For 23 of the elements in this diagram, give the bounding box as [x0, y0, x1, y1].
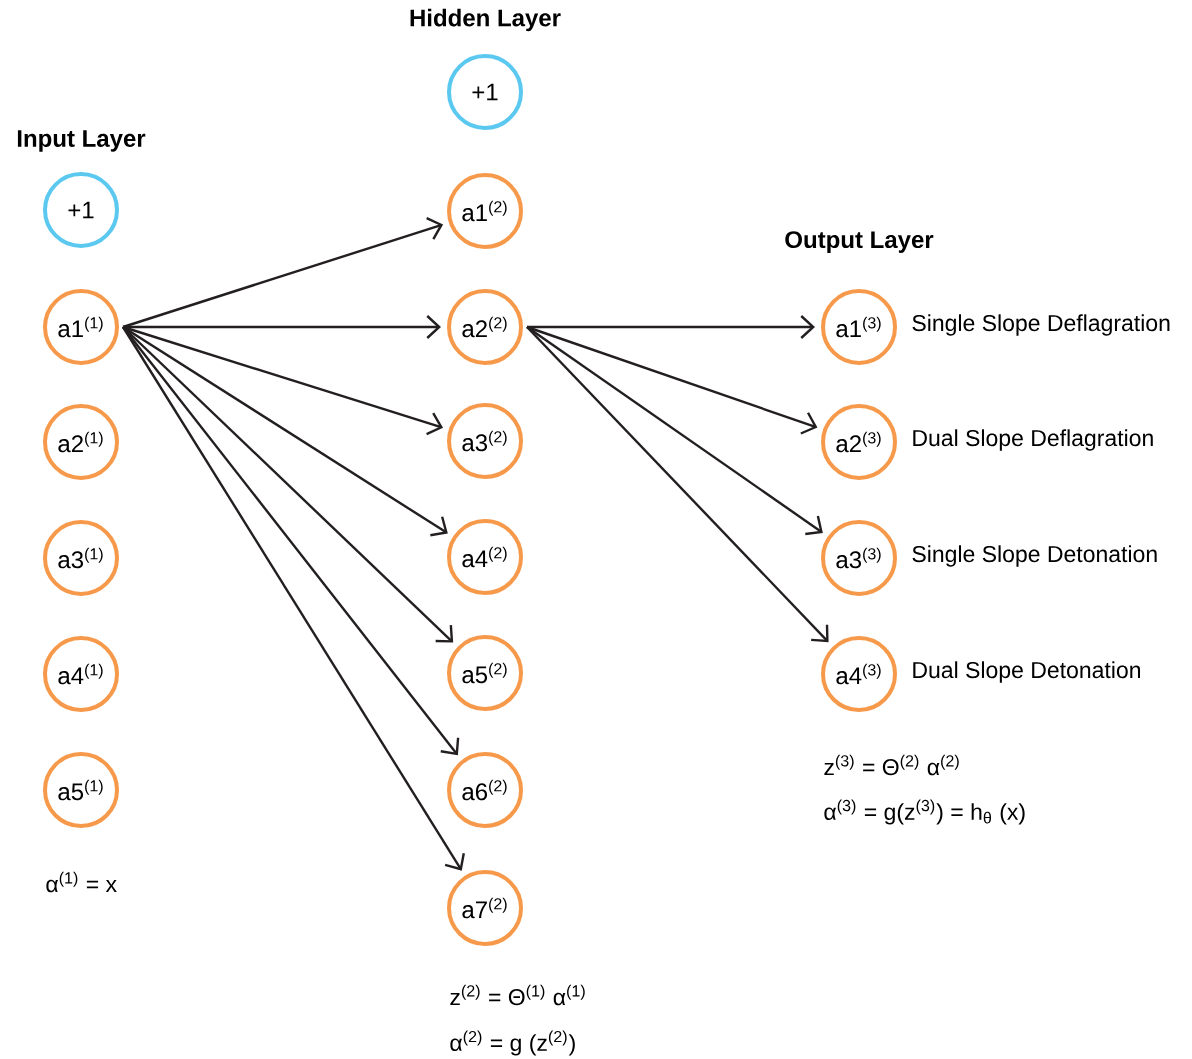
arrow — [122, 217, 444, 329]
formula: z$^{(2)}$ = Θ$^{(1)}$ α$^{(1)}$ — [450, 984, 585, 1006]
arrow — [526, 326, 829, 643]
formula: α$^{(3)}$ = g(z$^{(3)}$) = h$_{θ}$ (x) — [824, 799, 1025, 825]
output-label: Dual Slope Detonation — [913, 661, 1140, 683]
arrow — [526, 325, 818, 435]
arrow — [123, 315, 441, 339]
output-label: Single Slope Detonation — [912, 545, 1157, 567]
layer-heading: Output Layer — [785, 231, 934, 253]
output-label: Single Slope Deflagration — [912, 314, 1170, 336]
arrow — [122, 326, 460, 756]
layer-heading: Input Layer — [17, 130, 146, 152]
arrow — [122, 326, 465, 871]
arrow — [122, 326, 448, 537]
arrow — [122, 326, 454, 643]
arrow — [526, 326, 823, 536]
output-label: Dual Slope Deflagration — [913, 429, 1153, 451]
formula: z$^{(3)}$ = Θ$^{(2)}$ α$^{(2)}$ — [824, 754, 959, 776]
formula: α$^{(1)}$ = x — [46, 871, 117, 893]
layer-heading: Hidden Layer — [410, 8, 561, 32]
arrow — [122, 325, 444, 436]
arrow — [527, 315, 815, 339]
formula: α$^{(2)}$ = g (z$^{(2)}$) — [450, 1030, 575, 1056]
